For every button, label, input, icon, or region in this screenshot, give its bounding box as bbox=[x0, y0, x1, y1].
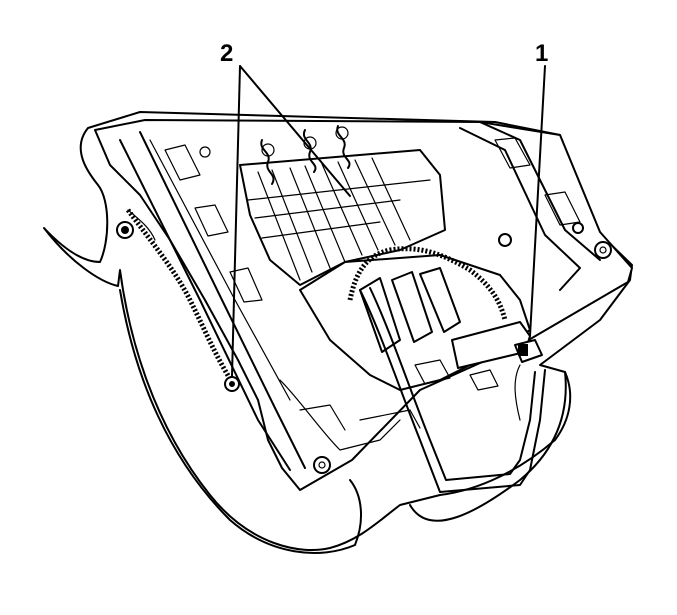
cushion-right-edge bbox=[409, 371, 567, 522]
callout-number-1: 1 bbox=[535, 40, 549, 67]
wiring-harness bbox=[125, 208, 235, 384]
left-side-rail bbox=[119, 139, 291, 471]
seat-sensor-module bbox=[451, 321, 543, 421]
right-side-rail-inner bbox=[459, 127, 581, 291]
left-side-rail-inner bbox=[139, 131, 306, 469]
wiring-harness-center bbox=[347, 246, 508, 321]
release-handle-loop bbox=[359, 289, 546, 493]
callout-1-leader bbox=[529, 65, 546, 337]
harness-retainer-clip bbox=[116, 221, 240, 392]
frame-bolts bbox=[313, 222, 612, 474]
callout-number-2: 2 bbox=[220, 40, 234, 67]
callout-2-leader-b bbox=[239, 65, 351, 197]
cushion-front-edge bbox=[119, 289, 362, 554]
right-side-rail bbox=[479, 121, 601, 261]
callout-2-leader-a bbox=[231, 65, 241, 377]
suspension-mat bbox=[239, 149, 446, 286]
